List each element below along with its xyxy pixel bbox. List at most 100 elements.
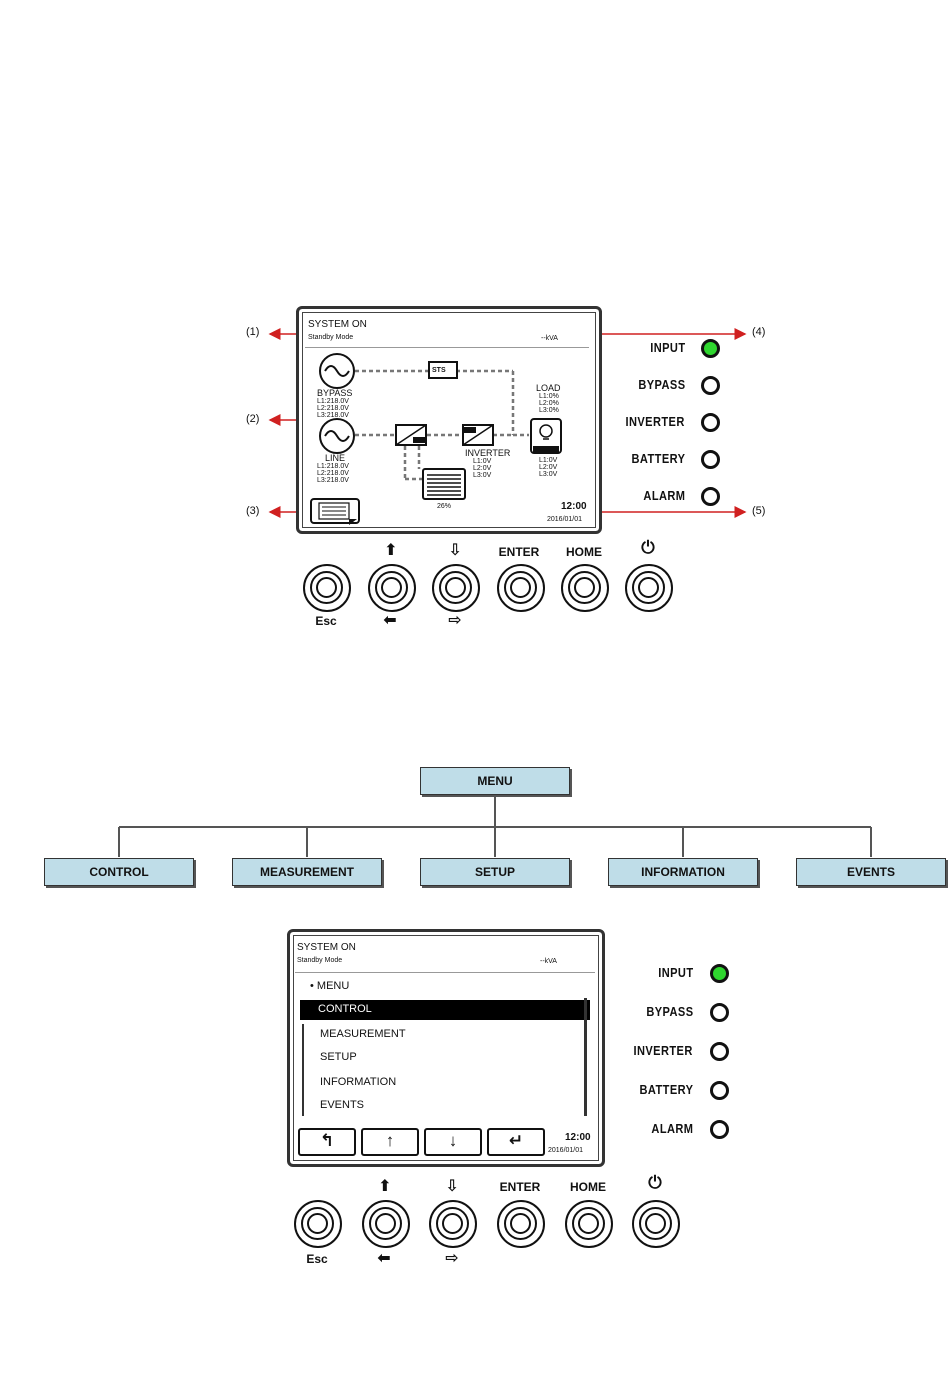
power-button[interactable] [625,564,673,612]
menu-node-information: INFORMATION [608,858,758,886]
list-left-rail [302,1024,304,1116]
esc-label: Esc [315,614,337,628]
sts-label: STS [432,367,446,374]
inverter-led [701,413,720,432]
alarm-led [710,1120,729,1139]
power-button[interactable] [632,1200,680,1248]
home-button[interactable] [561,564,609,612]
battery-percent: 26% [437,503,452,510]
home-button[interactable] [565,1200,613,1248]
up-left-button[interactable] [368,564,416,612]
clock-date: 2016/01/01 [548,1147,584,1154]
menu-scrollbar[interactable] [584,998,587,1116]
indicator-label-alarm: ALARM [650,1121,693,1136]
callout-4: (4) [752,326,766,338]
down-arrow-icon: ⇩ [448,542,462,559]
enter-icon[interactable]: ↵ [487,1128,545,1156]
callout-5: (5) [752,505,766,517]
home-label: HOME [566,545,602,559]
indicator-label-bypass: BYPASS [645,1004,693,1019]
input-led [710,964,729,983]
kva-rating: --kVA [540,958,557,965]
line-value: L1:218.0V [317,463,349,470]
menu-item-measurement[interactable]: MEASUREMENT [320,1028,406,1040]
line-label: LINE [325,453,346,463]
enter-button[interactable] [497,564,545,612]
back-icon[interactable]: ↰ [298,1128,356,1156]
bypass-value: L2:218.0V [317,405,349,412]
menu-item-label: CONTROL [318,1003,372,1015]
line-value: L3:218.0V [317,477,349,484]
down-right-button[interactable] [429,1200,477,1248]
power-flow-diagram [310,353,562,525]
callout-3: (3) [246,505,260,517]
kva-rating: --kVA [541,335,558,342]
clock-time: 12:00 [561,501,587,512]
power-icon: ⏻ [648,1173,662,1192]
line-value: L2:218.0V [317,470,349,477]
down-arrow-icon[interactable]: ↓ [424,1128,482,1156]
load-label: LOAD [536,383,561,393]
indicator-label-alarm: ALARM [642,488,685,503]
header-divider [305,347,589,348]
load-percent: L2:0% [539,400,559,407]
enter-label: ENTER [499,1180,541,1194]
inverter-value: L2:0V [473,465,492,472]
lcd-screen-home: SYSTEM ON Standby Mode --kVA [296,306,602,534]
menu-item-control-selected[interactable]: CONTROL [300,1000,590,1020]
bypass-value: L1:218.0V [317,398,349,405]
bypass-value: L3:218.0V [317,412,349,419]
down-arrow-icon: ⇩ [445,1178,459,1195]
input-led [701,339,720,358]
menu-node-measurement: MEASUREMENT [232,858,382,886]
alarm-led [701,487,720,506]
enter-label: ENTER [498,545,540,559]
up-left-button[interactable] [362,1200,410,1248]
menu-item-events[interactable]: EVENTS [320,1099,365,1111]
indicator-label-battery: BATTERY [639,1082,693,1097]
down-right-button[interactable] [432,564,480,612]
up-arrow-icon[interactable]: ↑ [361,1128,419,1156]
right-arrow-icon: ⇨ [445,1250,459,1267]
up-arrow-icon: ⬆ [378,1178,392,1195]
callout-2: (2) [246,413,260,425]
left-arrow-icon: ⬅ [383,612,397,629]
status-title: SYSTEM ON [308,319,367,330]
clock-date: 2016/01/01 [547,516,583,523]
esc-button[interactable] [294,1200,342,1248]
left-arrow-icon: ⬅ [377,1250,391,1267]
inverter-led [710,1042,729,1061]
load-percent: L3:0% [539,407,559,414]
enter-button[interactable] [497,1200,545,1248]
callout-1: (1) [246,326,260,338]
lcd-screen-menu: SYSTEM ON Standby Mode --kVA • MENU CONT… [287,929,605,1167]
bypass-led [701,376,720,395]
menu-item-setup[interactable]: SETUP [320,1051,357,1063]
menu-root-node: MENU [420,767,570,795]
home-label: HOME [570,1180,606,1194]
esc-button[interactable] [303,564,351,612]
inverter-value: L1:0V [473,458,492,465]
load-percent: L1:0% [539,393,559,400]
bypass-label: BYPASS [317,388,353,398]
header-divider [295,972,595,973]
clock-time: 12:00 [565,1132,591,1143]
menu-node-setup: SETUP [420,858,570,886]
indicator-label-input: INPUT [657,965,693,980]
indicator-label-inverter: INVERTER [633,1043,693,1058]
menu-item-information[interactable]: INFORMATION [320,1076,397,1088]
esc-label: Esc [306,1252,328,1266]
load-voltage: L1:0V [539,457,558,464]
status-mode: Standby Mode [297,957,343,964]
tree-connectors [118,796,872,857]
right-arrow-icon: ⇨ [448,612,462,629]
load-voltage: L2:0V [539,464,558,471]
status-title: SYSTEM ON [297,942,356,953]
indicator-label-battery: BATTERY [631,451,685,466]
battery-led [710,1081,729,1100]
menu-header: • MENU [310,980,350,992]
menu-node-events: EVENTS [796,858,946,886]
status-mode: Standby Mode [308,334,354,341]
indicator-label-inverter: INVERTER [625,414,685,429]
battery-led [701,450,720,469]
